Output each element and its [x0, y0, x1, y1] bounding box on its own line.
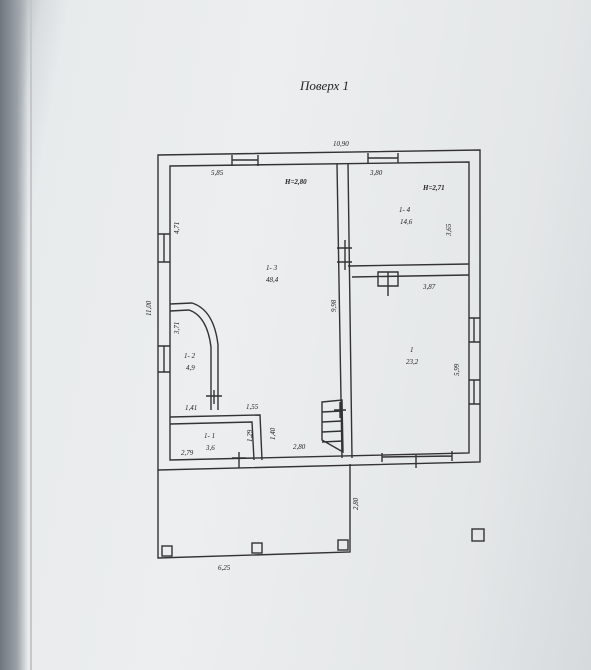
orientation-marker [471, 528, 485, 542]
door-room-1-1 [232, 452, 246, 468]
door-room-1-2 [206, 390, 222, 404]
window-right-room1 [469, 317, 480, 343]
room-1-2-wall [169, 302, 219, 410]
floor-title: Поверх 1 [300, 78, 350, 93]
door-room-1 [377, 271, 399, 296]
room-1-2-area: 4,9 [186, 364, 195, 372]
dim-overall-width: 10,90 [333, 140, 349, 148]
window-left-upper [158, 233, 170, 263]
dim-terrace-depth: 2,80 [352, 497, 360, 510]
partition-wall-horizontal [347, 263, 470, 278]
room-1-1-area: 3,6 [205, 444, 215, 452]
dim-terrace-width: 6,25 [218, 564, 231, 572]
dim-1-1-width: 2,79 [181, 449, 194, 457]
dim-corridor-depth: 1,40 [269, 427, 277, 440]
room-1-name: 1 [410, 346, 414, 354]
window-left-lower [158, 345, 170, 373]
window-top-right [367, 153, 399, 163]
terrace-post-mid [251, 542, 263, 554]
window-right-room1-low [469, 379, 480, 405]
dim-1-4-width: 3,80 [369, 169, 383, 177]
dim-1-4-depth: 3,65 [445, 223, 453, 237]
terrace-post-right [337, 539, 349, 551]
dim-room-1-depth: 5,99 [453, 363, 461, 376]
door-room-1-stair [334, 402, 346, 418]
room-1-3-name: 1- 3 [266, 264, 278, 272]
room-1-3-area: 48,4 [266, 276, 279, 284]
dim-stair-offset: 1,55 [246, 403, 259, 411]
dim-1-3-depth: 9,98 [330, 299, 338, 312]
room-1-4-area: 14,6 [400, 218, 413, 226]
dim-1-2-depth: 3,71 [173, 322, 181, 335]
stair [321, 399, 344, 454]
dim-overall-depth: 11,00 [145, 300, 153, 316]
room-1-4-name: 1- 4 [399, 206, 411, 214]
terrace-post-left [161, 545, 173, 557]
page-gutter-shadow [0, 0, 28, 670]
page-edge-line [30, 0, 32, 670]
dim-1-2-width: 1,41 [185, 404, 197, 412]
height-main: Н=2,80 [284, 178, 307, 186]
dim-1-3-left-wall: 4,71 [173, 222, 181, 234]
dim-room-1-width: 3,87 [422, 283, 436, 291]
door-1-3-to-1-4 [337, 240, 352, 270]
outer-wall-inner [169, 161, 470, 461]
outer-wall-outer [157, 149, 481, 471]
window-top-left [231, 155, 259, 166]
dim-corridor-width: 2,80 [293, 443, 306, 451]
height-room-1-4: Н=2,71 [422, 184, 445, 192]
terrace-outline [157, 464, 351, 559]
room-1-1-name: 1- 1 [204, 432, 215, 440]
room-1-1-wall [169, 414, 263, 461]
dim-1-1-depth: 1,29 [246, 429, 254, 442]
dim-1-3-width: 5,85 [211, 169, 224, 177]
window-bottom-room1 [381, 451, 453, 462]
room-1-area: 23,2 [406, 358, 419, 366]
partition-wall-vertical [336, 162, 353, 459]
room-1-2-name: 1- 2 [184, 352, 196, 360]
